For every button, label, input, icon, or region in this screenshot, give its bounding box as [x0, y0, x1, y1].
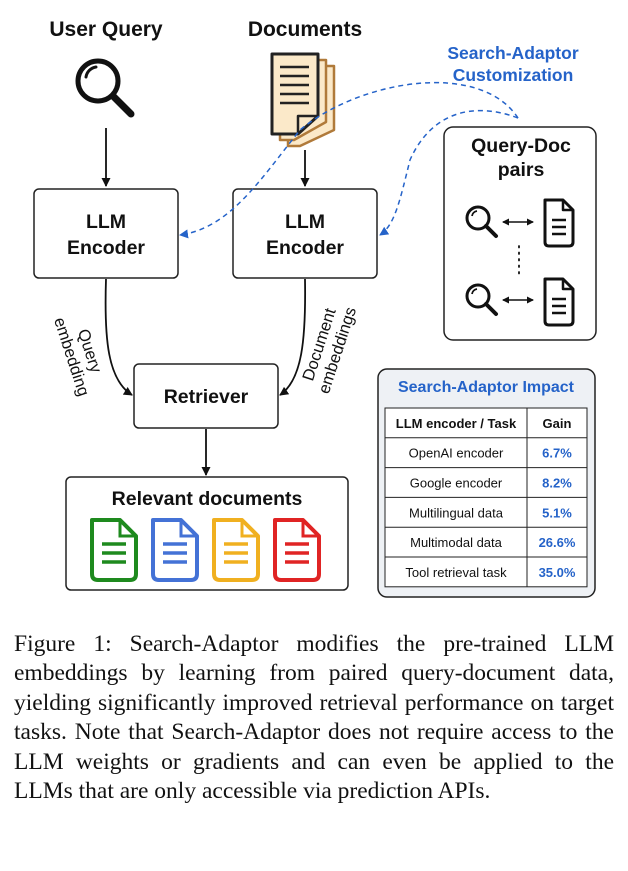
- query-embedding-arrow: [104, 278, 133, 396]
- customization-arrow-to-query-encoder: [179, 81, 519, 239]
- red-document-icon: [273, 518, 321, 582]
- pair-document-icon: [543, 198, 575, 248]
- encoder-label-line1: LLM: [285, 211, 325, 233]
- impact-table-gain-cell: 26.6%: [539, 535, 576, 550]
- impact-table-header: Gain: [543, 416, 572, 431]
- impact-table-task-cell: Tool retrieval task: [405, 565, 507, 580]
- green-document-icon: [90, 518, 138, 582]
- relevant-documents-label: Relevant documents: [112, 488, 303, 510]
- blue-document-icon: [151, 518, 199, 582]
- document-embeddings-label: Document embeddings: [299, 305, 360, 396]
- query-doc-label-line1: Query-Doc: [471, 135, 571, 157]
- query-embedding-label: Query embedding: [50, 315, 105, 398]
- relevant-documents-box: Relevant documents: [65, 476, 349, 591]
- documents-label: Documents: [248, 18, 362, 41]
- retriever-label: Retriever: [164, 386, 249, 408]
- search-adaptor-diagram: User Query Documents Search-Adaptor Cust…: [33, 18, 597, 598]
- impact-table-gain-cell: 6.7%: [542, 446, 572, 461]
- yellow-document-icon: [212, 518, 260, 582]
- figure-caption: Figure 1: Search-Adaptor modifies the pr…: [14, 631, 614, 805]
- impact-table-gain-cell: 5.1%: [542, 505, 572, 520]
- retriever-box: Retriever: [133, 363, 279, 429]
- impact-table-gain-cell: 8.2%: [542, 476, 572, 491]
- encoder-label-line1: LLM: [86, 211, 126, 233]
- impact-table-header: LLM encoder / Task: [396, 416, 517, 431]
- impact-table-panel: Search-Adaptor Impact LLM encoder / Task…: [377, 368, 596, 598]
- impact-table-task-cell: OpenAI encoder: [409, 446, 504, 461]
- query-llm-encoder-box: LLM Encoder: [33, 188, 179, 279]
- impact-table-task-cell: Multilingual data: [409, 505, 504, 520]
- query-doc-pairs-box: Query-Doc pairs: [443, 126, 597, 341]
- customization-label: Customization: [453, 65, 574, 85]
- magnifier-icon: [75, 58, 135, 118]
- search-adaptor-label: Search-Adaptor: [447, 43, 578, 63]
- encoder-label-line2: Encoder: [266, 237, 344, 259]
- impact-table-task-cell: Multimodal data: [410, 535, 503, 550]
- impact-table-task-cell: Google encoder: [410, 476, 503, 491]
- query-doc-label-line2: pairs: [498, 159, 545, 181]
- customization-arrow-to-doc-encoder: [379, 109, 519, 236]
- impact-table-title: Search-Adaptor Impact: [398, 379, 575, 396]
- doc-embedding-arrow: [279, 278, 307, 396]
- user-query-label: User Query: [49, 18, 163, 41]
- impact-table-gain-cell: 35.0%: [539, 565, 576, 580]
- encoder-label-line2: Encoder: [67, 237, 145, 259]
- documents-stack-icon: [270, 52, 336, 148]
- pair-document-icon: [543, 277, 575, 327]
- document-llm-encoder-box: LLM Encoder: [232, 188, 378, 279]
